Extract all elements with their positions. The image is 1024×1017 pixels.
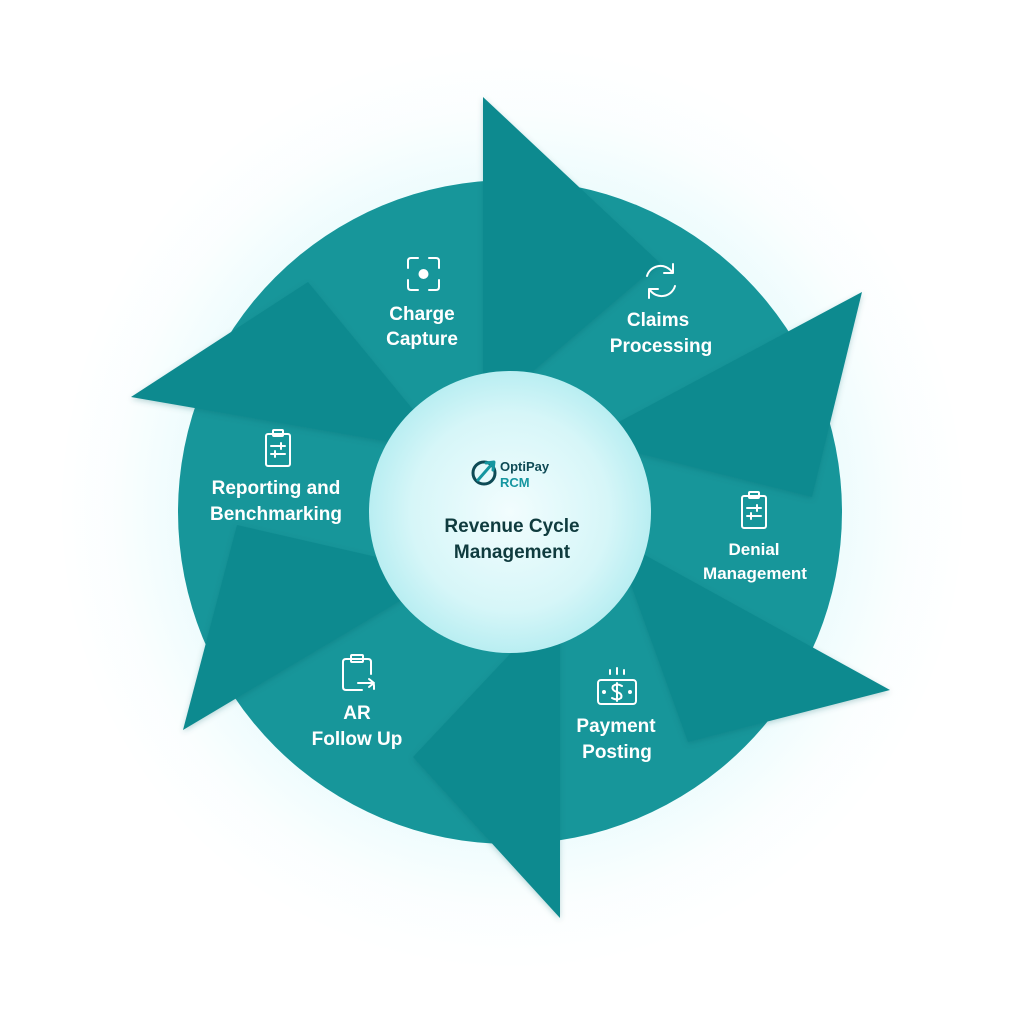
- stage-reporting-and-benchmarking: Reporting and Benchmarking: [210, 429, 342, 525]
- arrow-triangle-payment: [614, 538, 890, 742]
- brand-name: OptiPay: [500, 459, 550, 474]
- stage-label-line1: Payment: [576, 716, 656, 737]
- stage-payment-posting: Payment Posting: [576, 667, 656, 763]
- clipboard-arrow-icon: [342, 654, 375, 691]
- stage-label-line2: Management: [703, 564, 807, 583]
- stage-label-line2: Processing: [610, 336, 712, 357]
- arrow-triangle-ar: [413, 601, 560, 918]
- brand-suffix: RCM: [500, 475, 530, 490]
- arrow-triangle-claims: [483, 97, 660, 414]
- focus-camera-icon: [407, 257, 440, 291]
- stage-label-line2: Follow Up: [312, 729, 403, 750]
- stage-denial-management: Denial Management: [703, 491, 807, 583]
- stage-label-line2: Posting: [582, 742, 652, 763]
- stage-label-line1: AR: [343, 703, 371, 724]
- optipay-logo-icon: [471, 460, 497, 486]
- center-disc: [369, 371, 651, 653]
- center-title-line1: Revenue Cycle: [444, 516, 579, 537]
- refresh-arrows-icon: [646, 263, 676, 299]
- clipboard-sliders-icon: [265, 429, 291, 467]
- stage-label-line1: Reporting and: [212, 478, 341, 499]
- money-bill-icon: [597, 667, 637, 705]
- stage-charge-capture: Charge Capture: [386, 257, 458, 350]
- arrow-triangle-charge: [131, 282, 448, 452]
- arrow-triangle-denial: [585, 292, 862, 497]
- stage-label-line2: Capture: [386, 329, 458, 350]
- center-title-line2: Management: [454, 542, 571, 563]
- arrow-triangles: [131, 97, 890, 918]
- stage-label-line2: Benchmarking: [210, 504, 342, 525]
- arrow-triangle-reporting: [183, 525, 447, 730]
- stage-label-line1: Charge: [389, 304, 454, 325]
- clipboard-sliders-icon: [741, 491, 767, 529]
- stage-claims-processing: Claims Processing: [610, 263, 712, 357]
- stage-label-line1: Denial: [728, 540, 779, 559]
- optipay-logo: OptiPay RCM: [471, 459, 550, 490]
- stage-label-line1: Claims: [627, 310, 689, 331]
- stage-ar-follow-up: AR Follow Up: [312, 654, 403, 750]
